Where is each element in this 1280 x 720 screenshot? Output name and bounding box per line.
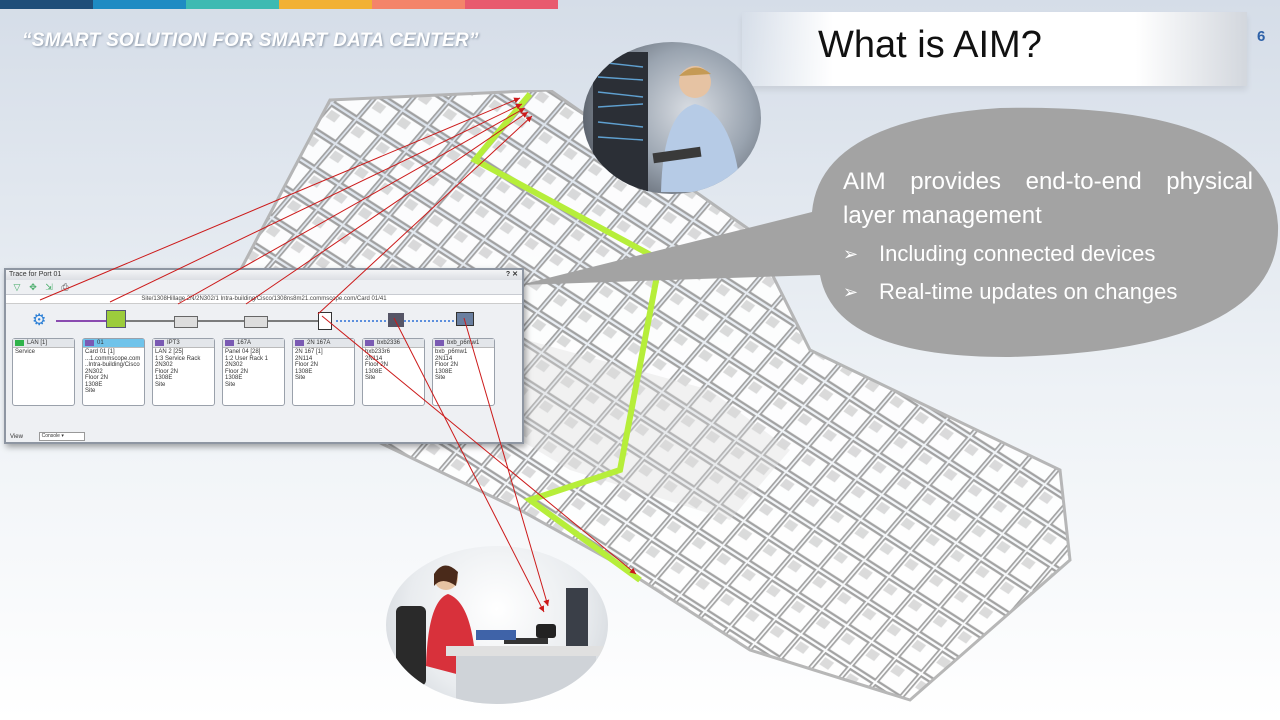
card-header: bxb2336	[377, 340, 401, 346]
patch-panel-icon[interactable]	[244, 316, 268, 328]
switch-card-icon[interactable]	[106, 310, 126, 328]
trace-card[interactable]: LAN [1] Service	[12, 338, 75, 406]
callout-intro-line-1: AIM provides end-to-end physical	[843, 168, 1253, 195]
office-worker-illustration	[396, 565, 606, 704]
card-body: Service	[15, 349, 36, 355]
card-body: bxb_p6mw1 2N114 Floor 2N 1308E Site	[435, 349, 468, 381]
trace-card[interactable]: 167A Panel 04 [28] 1:2 User Rack 1 2N302…	[222, 338, 285, 406]
view-select[interactable]: Console ▾	[38, 432, 85, 441]
card-header: LAN [1]	[27, 340, 48, 346]
trace-card[interactable]: 2N 167A 2N 167 [1] 2N114 Floor 2N 1308E …	[292, 338, 355, 406]
patch-panel-icon[interactable]	[174, 316, 198, 328]
page-number: 6	[1257, 28, 1266, 45]
card-header: IPT3	[167, 340, 180, 346]
trace-window-titlebar: Trace for Port 01 ? ✕	[6, 270, 522, 280]
callout-bullet: ➢ Real-time updates on changes	[843, 275, 1253, 309]
card-swatch	[295, 340, 304, 346]
arrow-bullet-icon: ➢	[843, 282, 859, 302]
ip-phone-icon[interactable]	[388, 313, 404, 327]
view-select-value: Console	[41, 433, 60, 439]
office-worker-photo	[386, 546, 608, 704]
card-body: Panel 04 [28] 1:2 User Rack 1 2N302 Floo…	[225, 349, 269, 388]
callout-bullet-text: Including connected devices	[879, 241, 1156, 266]
trace-card[interactable]: bxb_p6mw1 bxb_p6mw1 2N114 Floor 2N 1308E…	[432, 338, 495, 406]
color-stripe-3	[186, 0, 279, 9]
filter-icon[interactable]: ▽	[13, 282, 21, 292]
view-bar: View Console ▾	[6, 432, 526, 442]
computer-icon[interactable]	[456, 312, 474, 326]
card-swatch	[435, 340, 444, 346]
view-label: View	[10, 434, 23, 441]
color-stripe-1	[0, 0, 93, 9]
card-header: 2N 167A	[307, 340, 331, 346]
card-header: 167A	[237, 340, 252, 346]
card-header: 01	[97, 340, 104, 346]
color-stripe-6	[465, 0, 558, 9]
card-swatch	[225, 340, 234, 346]
export-icon[interactable]: ⇲	[45, 282, 53, 292]
trace-toolbar: ▽ ✥ ⇲ ⎙	[6, 280, 522, 295]
trace-card[interactable]: 01 Card 01 [1] ...1.commscope.com ..Intr…	[82, 338, 145, 406]
card-swatch	[155, 340, 164, 346]
slide-tagline: “SMART SOLUTION FOR SMART DATA CENTER”	[22, 30, 479, 51]
card-body: 2N 167 [1] 2N114 Floor 2N 1308E Site	[295, 349, 323, 381]
trace-path-breadcrumb: Site/1308Hillage 2N/2N302/1 Intra-buildi…	[6, 295, 522, 304]
callout-intro-line-2: layer management	[843, 202, 1042, 229]
trace-window: Trace for Port 01 ? ✕ ▽ ✥ ⇲ ⎙ Site/1308H…	[4, 268, 524, 444]
trace-card[interactable]: bxb2336 bxb233r6 2N114 Floor 2N 1308E Si…	[362, 338, 425, 406]
move-icon[interactable]: ✥	[29, 282, 37, 292]
card-body: bxb233r6 2N114 Floor 2N 1308E Site	[365, 349, 391, 381]
color-stripe-5	[372, 0, 465, 9]
callout-text: AIM provides end-to-end physical layer m…	[843, 165, 1253, 309]
arrow-bullet-icon: ➢	[843, 244, 859, 264]
callout-bullet-text: Real-time updates on changes	[879, 279, 1178, 304]
card-header: bxb_p6mw1	[447, 340, 480, 346]
gear-icon[interactable]: ⚙	[32, 312, 47, 329]
trace-window-title: Trace for Port 01	[9, 271, 62, 278]
window-controls[interactable]: ? ✕	[505, 271, 518, 278]
card-swatch	[15, 340, 24, 346]
card-swatch	[85, 340, 94, 346]
technician-illustration	[593, 52, 741, 192]
card-swatch	[365, 340, 374, 346]
color-stripe-2	[93, 0, 186, 9]
card-body: Card 01 [1] ...1.commscope.com ..Intra-b…	[85, 349, 141, 394]
slide-title: What is AIM?	[818, 24, 1042, 66]
card-body: LAN 2 [25] 1:3 Service Rack 2N302 Floor …	[155, 349, 201, 388]
color-stripe-4	[279, 0, 372, 9]
technician-photo	[583, 42, 761, 194]
trace-card[interactable]: IPT3 LAN 2 [25] 1:3 Service Rack 2N302 F…	[152, 338, 215, 406]
callout-bullet: ➢ Including connected devices	[843, 237, 1253, 271]
print-icon[interactable]: ⎙	[61, 282, 69, 292]
wall-outlet-icon[interactable]	[318, 312, 332, 330]
title-banner	[742, 12, 1247, 86]
